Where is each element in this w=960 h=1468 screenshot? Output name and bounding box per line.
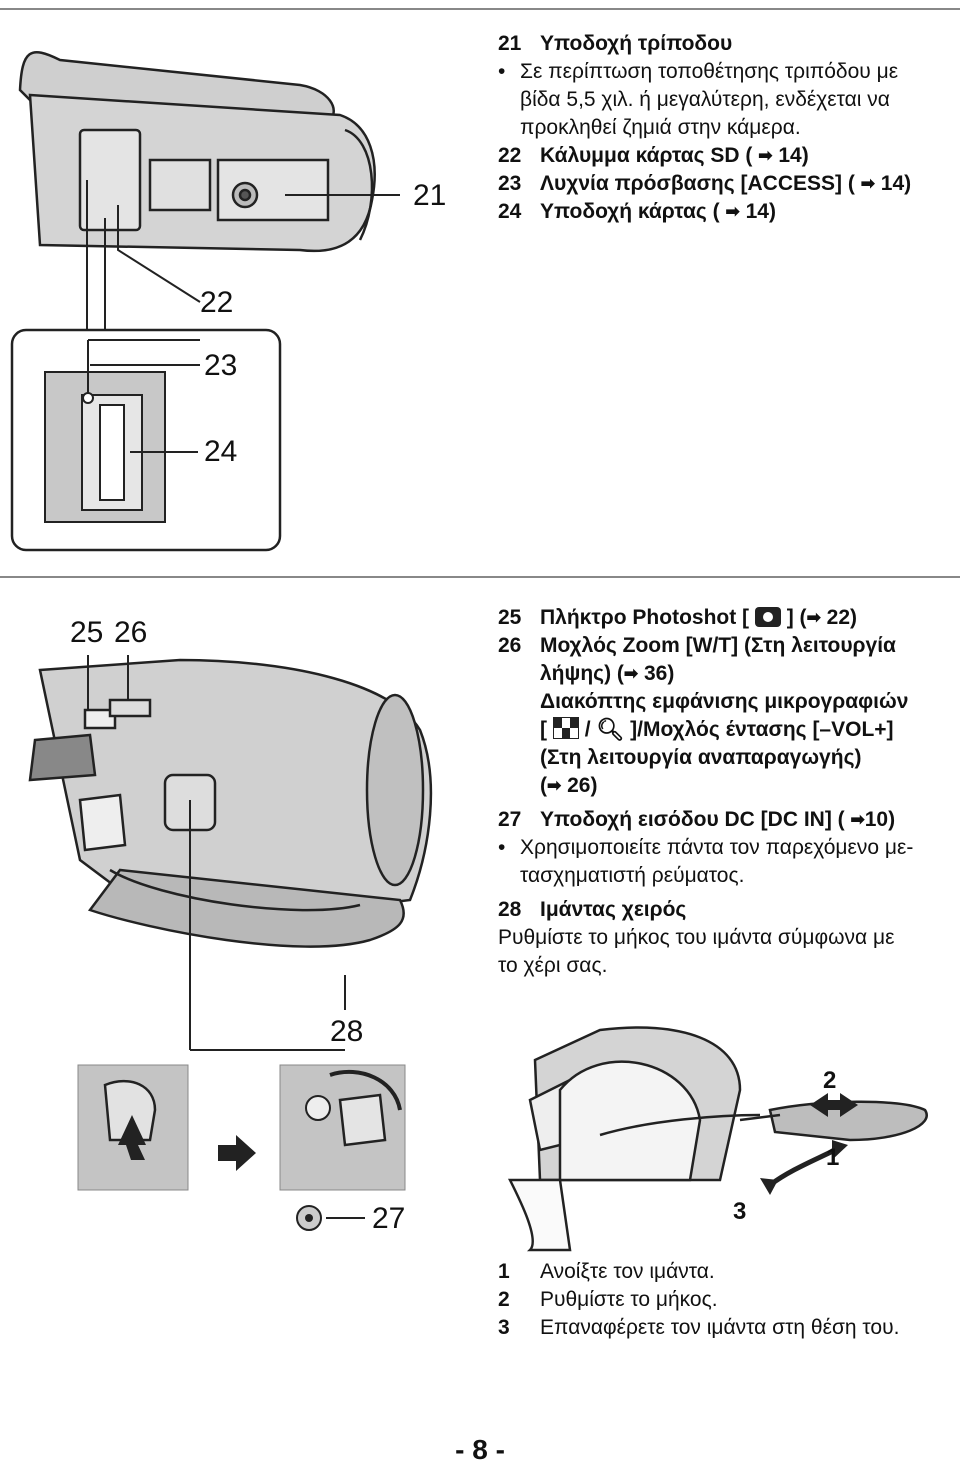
callout-26: 26 [114,616,148,649]
reference-arrow-icon: ➡ [850,810,865,829]
hand-strap-adjustment-illustration [507,1026,928,1252]
callout-step-2: 2 [823,1067,837,1094]
reference-arrow-icon: ➡ [725,202,740,221]
reference-arrow-icon: ➡ [806,608,821,627]
thumbnail-icon [552,717,579,739]
reference-arrow-icon: ➡ [758,146,773,165]
callout-22: 22 [200,286,234,319]
dc-in-cover-step1-illustration [77,1064,189,1191]
callout-step-3: 3 [733,1198,747,1225]
strap-direction-arrows-icon [760,1093,858,1195]
next-step-arrow-icon [218,1135,256,1171]
zoom-magnifier-icon: 🔍︎ [596,717,625,742]
section-divider [0,576,960,578]
callout-23: 23 [204,349,238,382]
dc-in-cover-step2-illustration [279,1064,406,1191]
reference-arrow-icon: ➡ [860,174,875,193]
callout-step-1: 1 [826,1144,840,1171]
reference-arrow-icon: ➡ [623,664,639,683]
page-number: - 8 - [455,1434,505,1465]
callout-27: 27 [372,1202,406,1235]
item-27-bullet: •Χρησιμοποιείτε πάντα τον παρεχόμενο με- [498,836,914,859]
callout-25: 25 [70,616,104,649]
top-divider [0,8,960,10]
callout-24: 24 [204,435,238,468]
sd-card-slot-detail-illustration [10,328,282,552]
camera-icon [754,607,781,627]
camera-side-view-illustration [28,658,433,948]
reference-arrow-icon: ➡ [547,776,562,795]
item-21-bullet: •Σε περίπτωση τοποθέτησης τριπόδου με [498,60,899,83]
callout-21: 21 [413,179,447,212]
item-28-desc: Ρυθμίστε το μήκος του ιμάντα σύμφωνα με [498,926,895,949]
callout-28: 28 [330,1015,364,1048]
camera-bottom-view-illustration [18,51,400,253]
